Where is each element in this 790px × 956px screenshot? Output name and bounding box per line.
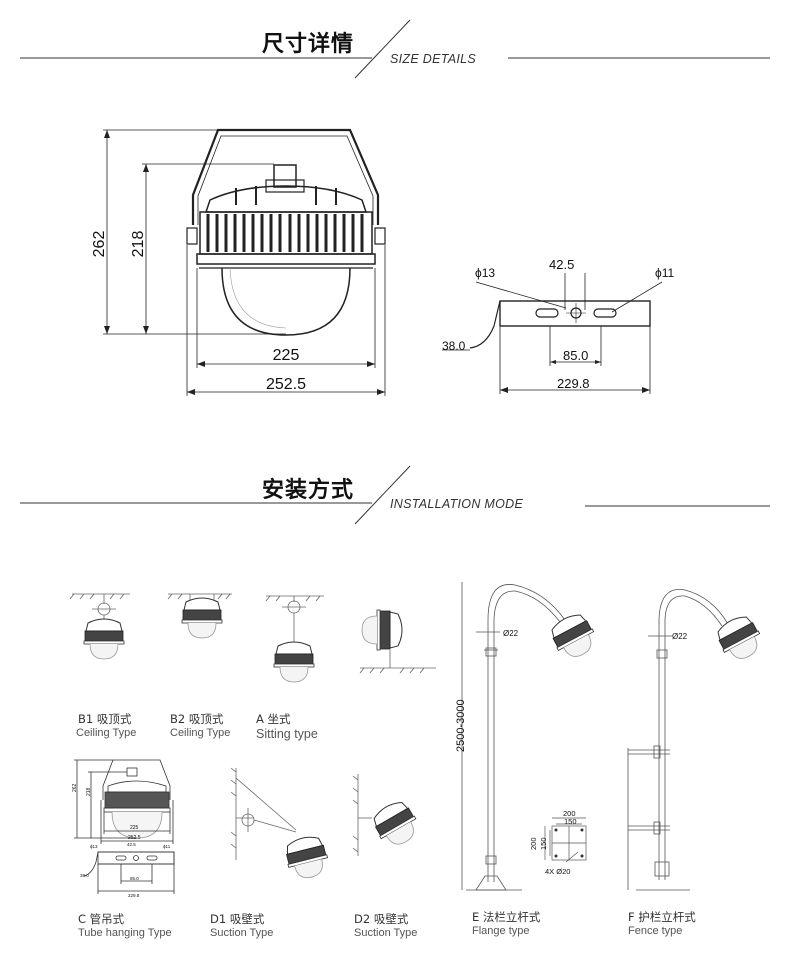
dim-hole-center: 42.5	[549, 257, 574, 272]
pole-dia-e: Ø22	[503, 629, 519, 638]
flange-height: 200	[529, 837, 538, 850]
flange-holes: 4X Ø20	[545, 867, 570, 876]
mini-dim-hole-slot: ϕ11	[163, 844, 171, 849]
install-label-en: Tube hanging Type	[78, 927, 172, 939]
install-label-cn: F 护栏立杆式	[628, 910, 696, 924]
install-label-cn: E 法栏立杆式	[472, 910, 541, 924]
flange-height-inner: 150	[539, 837, 548, 850]
install-label-en: Ceiling Type	[76, 727, 137, 739]
install-label-en: Sitting type	[256, 727, 318, 741]
pole-dia-f: Ø22	[672, 632, 688, 641]
install-label-cn: B1 吸顶式	[78, 712, 132, 726]
section-subtitle-size: SIZE DETAILS	[390, 52, 477, 66]
mini-dim-width-outer: 252.5	[128, 835, 141, 841]
flange-width: 200	[563, 809, 576, 818]
pole-height-range: 2500-3000	[455, 699, 467, 752]
dim-bracket-height: 38.0	[442, 339, 466, 353]
mini-dim-bracket-length: 229.8	[128, 893, 140, 898]
dim-width-inner: 225	[273, 347, 300, 364]
install-label-cn: C 管吊式	[78, 912, 125, 926]
install-label-en: Suction Type	[354, 927, 418, 939]
install-label-cn: A 坐式	[256, 712, 291, 726]
mini-dim-hole-center: 42.5	[127, 842, 136, 847]
lamp-dimension-drawing: 262 218 225 252.5	[91, 128, 386, 396]
section-divider-size	[20, 19, 770, 79]
install-label-cn: D1 吸壁式	[210, 912, 265, 926]
flange-inner: 150	[564, 817, 577, 826]
install-label-en: Flange type	[472, 925, 530, 937]
dim-slot-span: 85.0	[563, 348, 588, 363]
mini-dim-bracket-height: 38.0	[80, 873, 89, 878]
mini-dim-hole-small: ϕ13	[90, 844, 98, 849]
install-label-cn: B2 吸顶式	[170, 712, 224, 726]
dim-hole-small: ϕ13	[475, 266, 495, 280]
section-divider-install	[20, 465, 770, 525]
section-title-install: 安装方式	[262, 478, 355, 503]
section-subtitle-install: INSTALLATION MODE	[390, 497, 524, 511]
install-label-en: Fence type	[628, 925, 683, 937]
mini-dim-slot-span: 85.0	[130, 876, 139, 881]
section-title-size: 尺寸详情	[262, 32, 355, 57]
dim-height-body: 218	[130, 231, 147, 258]
mini-dim-height-body: 218	[86, 787, 92, 796]
install-label-en: Suction Type	[210, 927, 274, 939]
dim-width-outer: 252.5	[266, 376, 306, 393]
dim-height-total: 262	[91, 231, 108, 258]
mini-dim-width-inner: 225	[130, 825, 139, 831]
mini-dim-height-total: 262	[72, 783, 78, 792]
dim-bracket-length: 229.8	[557, 376, 590, 391]
dim-hole-slot: ϕ11	[655, 266, 675, 280]
bracket-dimension-drawing: ϕ13 42.5 ϕ11 38.0 85.0 229.8	[442, 257, 675, 394]
install-label-en: Ceiling Type	[170, 727, 231, 739]
install-label-cn: D2 吸壁式	[354, 912, 409, 926]
